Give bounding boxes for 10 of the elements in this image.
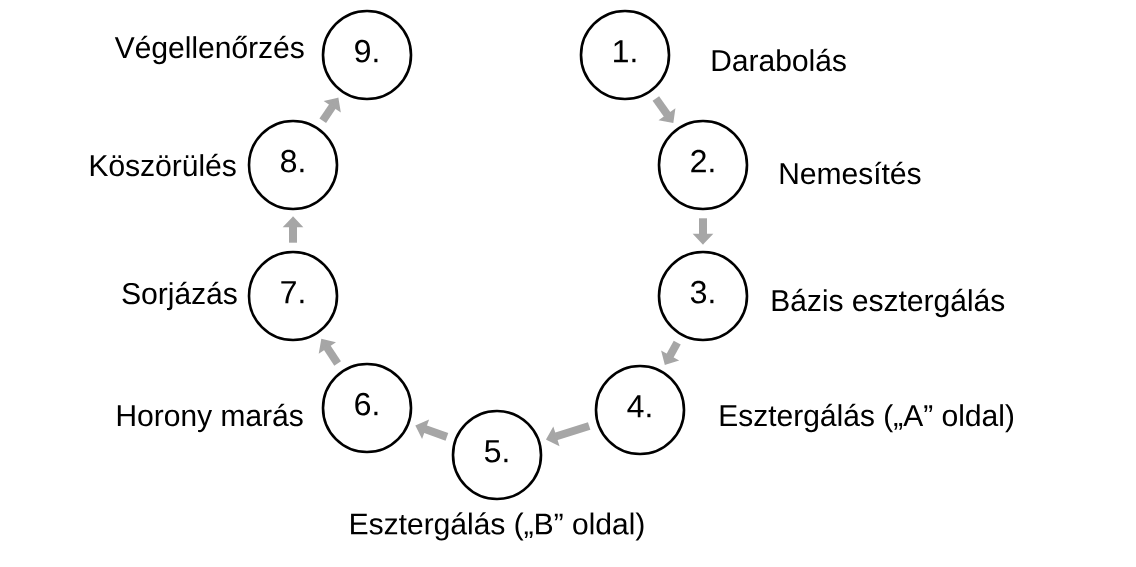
step-label: Nemesítés: [780, 161, 921, 185]
step-label: Esztergálás („A” oldal): [720, 403, 1014, 433]
step-label: Végellenőrzés: [114, 35, 304, 65]
step-label: Köszörülés: [90, 153, 236, 177]
step-label: Bázis esztergálás: [772, 288, 1005, 318]
step-label: Horony marás: [117, 403, 303, 433]
arrow: [319, 97, 341, 123]
step-label: Sorjázás: [122, 281, 237, 311]
step-label: Esztergálás („B” oldal): [351, 512, 644, 541]
step-label: Darabolás: [712, 48, 846, 72]
